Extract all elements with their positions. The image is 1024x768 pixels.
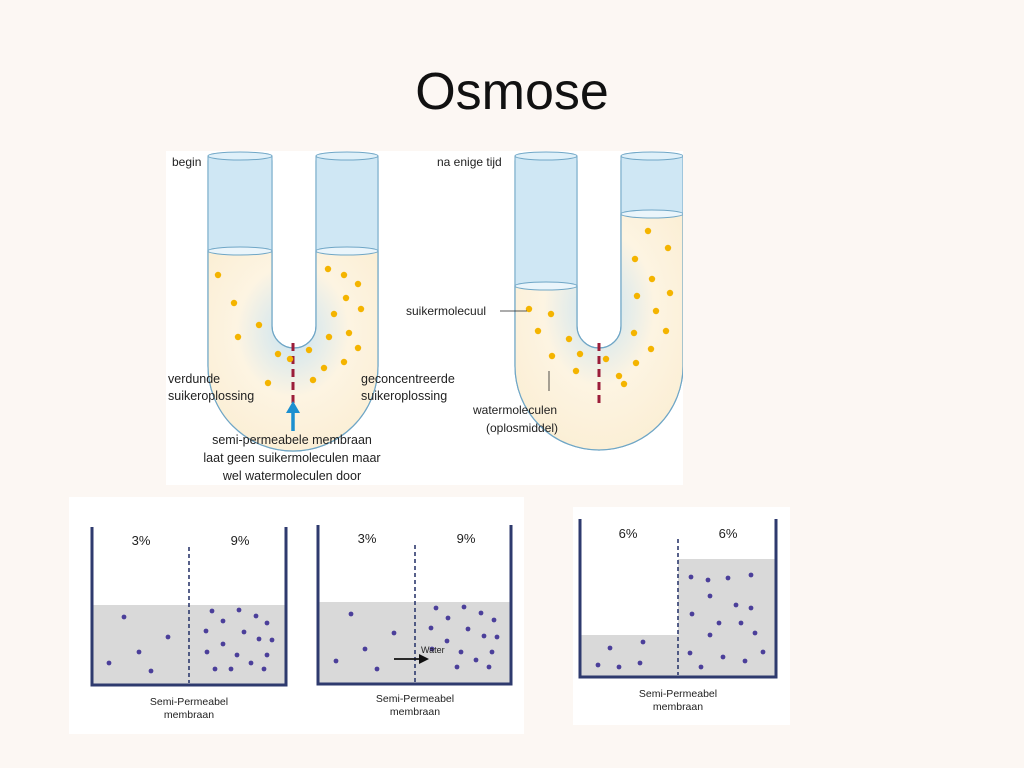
membrane-caption-1: semi-permeabele membraan xyxy=(212,433,372,447)
particles-beaker-1 xyxy=(106,607,275,674)
label-na-enige-tijd: na enige tijd xyxy=(437,155,502,169)
label-verdunde: verdunde xyxy=(168,372,220,386)
label-suikermolecuul: suikermolecuul xyxy=(406,304,486,318)
particles-beaker-2 xyxy=(333,604,500,672)
beaker-1-membrane-label-2: membraan xyxy=(164,709,214,721)
beaker-2-membrane-label-1: Semi-Permeabel xyxy=(376,693,454,705)
beaker-1-left-pct: 3% xyxy=(132,533,151,548)
u-tube-after xyxy=(500,151,683,451)
beaker-3 xyxy=(578,519,778,679)
membrane-caption-3: wel watermoleculen door xyxy=(222,469,361,483)
beaker-1-right-pct: 9% xyxy=(231,533,250,548)
beaker-2-membrane-label-2: membraan xyxy=(390,706,440,718)
label-begin: begin xyxy=(172,155,201,169)
label-oplosmiddel: (oplosmiddel) xyxy=(486,421,558,435)
label-suikeroplossing-left: suikeroplossing xyxy=(168,389,254,403)
beaker-2 xyxy=(316,525,513,686)
beaker-3-membrane-label-1: Semi-Permeabel xyxy=(639,688,717,700)
label-watermoleculen: watermoleculen xyxy=(472,403,557,417)
beaker-1-membrane-label-1: Semi-Permeabel xyxy=(150,696,228,708)
u-tube-begin xyxy=(207,151,379,452)
water-arrow-label: Water xyxy=(421,645,445,655)
beaker-panel-left: 3% 9% Semi-Permeabel membraan 3% 9% Wate… xyxy=(69,497,524,734)
u-tube-diagram: begin verdunde suikeroplossing geconcent… xyxy=(166,151,683,485)
beaker-3-right-pct: 6% xyxy=(719,526,738,541)
label-geconcentreerde: geconcentreerde xyxy=(361,372,455,386)
label-suikeroplossing-right: suikeroplossing xyxy=(361,389,447,403)
sugar-molecules-begin xyxy=(214,265,365,387)
particles-beaker-3 xyxy=(595,572,766,670)
sugar-molecules-after xyxy=(525,227,674,388)
beaker-2-left-pct: 3% xyxy=(358,531,377,546)
membrane-caption-2: laat geen suikermoleculen maar xyxy=(203,451,380,465)
slide-title: Osmose xyxy=(415,63,609,121)
beaker-panel-right: 6% 6% Semi-Permeabel membraan xyxy=(573,507,790,725)
beaker-2-right-pct: 9% xyxy=(457,531,476,546)
beaker-3-left-pct: 6% xyxy=(619,526,638,541)
beaker-3-membrane-label-2: membraan xyxy=(653,701,703,713)
beaker-1 xyxy=(90,527,288,687)
